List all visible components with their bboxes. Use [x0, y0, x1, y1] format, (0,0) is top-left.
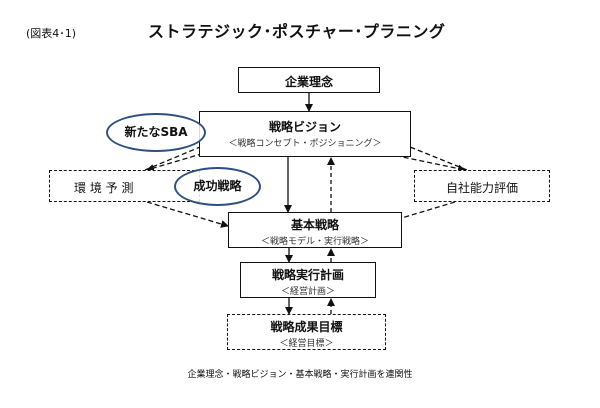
diagram-caption: 企業理念・戦略ビジョン・基本戦略・実行計画を連関性 — [187, 370, 413, 380]
box-performance-targets: 戦略成果目標 ＜経営目標＞ — [227, 314, 386, 350]
oval-success-strategy: 成功戦略 — [174, 167, 261, 206]
box-corporate-philosophy: 企業理念 — [238, 67, 380, 93]
diagram-title: ストラテジック･ポスチャー･プラニング — [148, 22, 446, 41]
arrow-capability-to-basic — [374, 201, 456, 228]
oval-success-strategy-label: 成功戦略 — [193, 179, 242, 193]
arrow-env-to-basic — [146, 201, 229, 228]
box-execution-plan-label: 戦略実行計画 — [271, 268, 344, 282]
box-capability-assessment-label: 自社能力評価 — [445, 181, 518, 195]
box-basic-strategy: 基本戦略 ＜戦略モデル・実行戦略＞ — [228, 212, 402, 248]
box-capability-assessment: 自社能力評価 — [414, 170, 550, 202]
box-strategic-vision-label: 戦略ビジョン — [268, 120, 341, 134]
box-basic-strategy-sub: ＜戦略モデル・実行戦略＞ — [260, 237, 369, 247]
box-strategic-vision-sub: ＜戦略コンセプト・ポジショニング＞ — [228, 139, 382, 149]
box-environment-forecast: 環 境 予 測 — [49, 170, 200, 202]
box-execution-plan-sub: ＜経営計画＞ — [280, 287, 335, 297]
box-corporate-philosophy-label: 企業理念 — [284, 75, 333, 89]
oval-new-sba-label: 新たなSBA — [124, 125, 188, 139]
box-environment-forecast-label: 環 境 予 測 — [74, 181, 134, 195]
oval-new-sba: 新たなSBA — [106, 113, 206, 152]
arrow-vision-to-capability — [387, 153, 466, 173]
box-execution-plan: 戦略実行計画 ＜経営計画＞ — [240, 262, 376, 298]
box-performance-targets-sub: ＜経営目標＞ — [279, 339, 334, 349]
box-basic-strategy-label: 基本戦略 — [290, 218, 339, 232]
arrow-capability-to-vision — [387, 136, 468, 171]
box-strategic-vision: 戦略ビジョン ＜戦略コンセプト・ポジショニング＞ — [199, 111, 411, 157]
box-performance-targets-label: 戦略成果目標 — [270, 320, 343, 334]
figure-label: (図表4･1) — [26, 27, 77, 40]
